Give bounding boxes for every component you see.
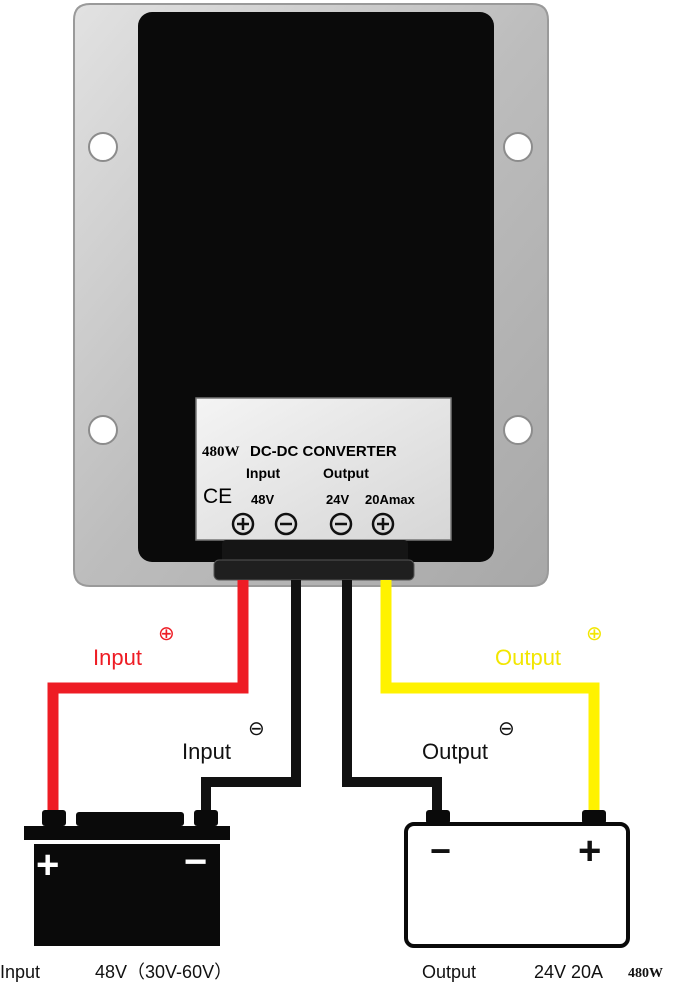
load-terminal-negative	[426, 810, 450, 824]
input-positive-symbol: ⊕	[158, 623, 175, 645]
caption-output-word: Output	[422, 962, 476, 982]
label-plus-icon	[231, 512, 255, 536]
label-title: DC-DC CONVERTER	[250, 443, 397, 460]
caption-output-power: 480W	[628, 966, 663, 981]
label-plus-icon	[371, 512, 395, 536]
input-negative-label: Input	[182, 739, 231, 764]
label-minus-icon	[274, 512, 298, 536]
output-negative-label: Output	[422, 739, 488, 764]
mounting-hole-top-left	[88, 132, 118, 162]
wire-input-negative	[201, 580, 301, 812]
mounting-hole-top-right	[503, 132, 533, 162]
mounting-hole-bottom-left	[88, 415, 118, 445]
load-minus-sign: −	[430, 830, 451, 871]
wire-output-negative	[342, 580, 442, 812]
load-terminal-positive	[582, 810, 606, 824]
caption-input-spec: 48V（30V-60V）	[95, 962, 232, 982]
spec-label: 480W DC-DC CONVERTER Input Output CE 48V…	[195, 397, 452, 541]
mounting-hole-bottom-right	[503, 415, 533, 445]
wire-input-positive	[47, 580, 249, 812]
battery-plus-sign: +	[36, 843, 59, 887]
output-positive-label: Output	[495, 645, 561, 670]
input-positive-label: Input	[93, 645, 142, 670]
input-battery: + −	[24, 810, 230, 946]
ce-mark: CE	[203, 485, 232, 508]
label-output-heading: Output	[323, 465, 369, 481]
label-minus-icon	[329, 512, 353, 536]
label-output-current: 20Amax	[365, 492, 416, 507]
output-positive-symbol: ⊕	[586, 623, 603, 645]
cable-grommet	[213, 540, 415, 581]
label-input-voltage: 48V	[251, 492, 274, 507]
battery-terminal-positive	[42, 810, 66, 826]
battery-minus-sign: −	[184, 840, 207, 884]
load-plus-sign: +	[578, 829, 601, 873]
caption-output-spec: 24V 20A	[534, 962, 603, 982]
caption-input-word: Input	[0, 962, 40, 982]
output-load: − +	[404, 810, 630, 948]
battery-terminal-negative	[194, 810, 218, 826]
label-wattage: 480W	[202, 444, 240, 460]
output-negative-symbol: ⊖	[498, 718, 515, 740]
wire-output-positive	[380, 580, 600, 812]
label-input-heading: Input	[246, 465, 281, 481]
input-negative-symbol: ⊖	[248, 718, 265, 740]
label-output-voltage: 24V	[326, 492, 349, 507]
